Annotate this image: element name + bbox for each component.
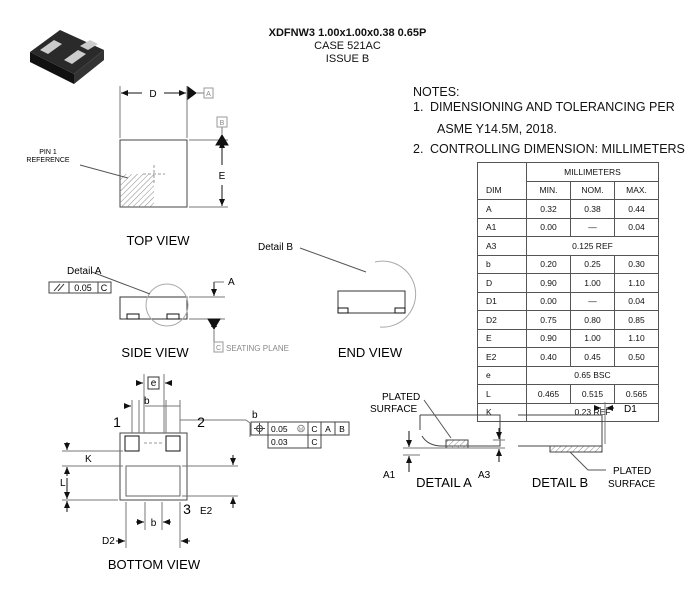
issue-label: ISSUE B (325, 53, 370, 65)
dim-D2-label: D2 (102, 536, 115, 547)
flatness-datum: C (101, 283, 108, 293)
position-tolerance-2: 0.03 (271, 437, 288, 447)
datum-B-box-label: B (220, 120, 225, 127)
row-dim: K (477, 402, 527, 422)
row-max: 0.44 (614, 199, 659, 219)
detail-b (518, 402, 614, 471)
row-max: 0.04 (614, 291, 659, 311)
e-dim-box (147, 376, 160, 390)
dim-b-top-label: b (144, 396, 150, 407)
mmc-modifier: M (299, 427, 303, 433)
dim-e-label: e (151, 378, 157, 389)
dim-K-label: K (85, 454, 92, 465)
seating-plane-label: SEATING PLANE (226, 344, 289, 353)
detail-A-callout: Detail A (67, 266, 102, 277)
dim-L-label: L (60, 478, 66, 489)
dim-E-label: E (219, 171, 226, 182)
pin-2-label: 2 (197, 414, 205, 430)
position-datum-B: B (339, 424, 345, 434)
row-max: 0.04 (614, 217, 659, 237)
note-1-number: 1. (413, 100, 424, 114)
row-span: 0.23 REF (526, 402, 659, 422)
dim-D1-label: D1 (624, 404, 637, 415)
plated-surface-b-l1: PLATED (613, 466, 651, 477)
side-view-label: SIDE VIEW (121, 345, 189, 360)
position-tolerance: 0.05 (271, 424, 288, 434)
pin-1-label: 1 (113, 414, 121, 430)
dim-D-label: D (149, 89, 156, 100)
detail-B-callout: Detail B (258, 242, 293, 253)
datum-C-box-label: C (216, 345, 221, 352)
note-1-line2: ASME Y14.5M, 2018. (437, 122, 557, 136)
top-view (79, 86, 229, 208)
max-col-header: MAX. (614, 180, 659, 200)
bottom-view-label: BOTTOM VIEW (108, 557, 201, 572)
side-view (48, 271, 225, 353)
case-number: CASE 521AC (314, 40, 381, 52)
note-2-number: 2. (413, 142, 424, 156)
note-2-line1: CONTROLLING DIMENSION: MILLIMETERS (430, 142, 685, 156)
pin-3-label: 3 (183, 501, 191, 517)
detail-b-label: DETAIL B (532, 475, 588, 490)
detail-a (403, 399, 505, 472)
pin1-ref-line2: REFERENCE (26, 157, 70, 164)
drawing-title: XDFNW3 1.00x1.00x0.38 0.65P (268, 27, 427, 39)
dim-E2-label: E2 (200, 506, 213, 517)
position-datum-A: A (325, 424, 331, 434)
pin1-ref-line1: PIN 1 (39, 149, 57, 156)
end-view (299, 247, 417, 328)
bottom-view (62, 374, 350, 548)
row-nom: — (570, 217, 615, 237)
note-1-line1: DIMENSIONING AND TOLERANCING PER (430, 100, 675, 114)
dim-A1-label: A1 (383, 470, 396, 481)
row-nom: 0.38 (570, 199, 615, 219)
detail-a-label: DETAIL A (416, 475, 472, 490)
millimeters-header: MILLIMETERS (526, 162, 659, 182)
plated-surface-b-l2: SURFACE (608, 479, 656, 490)
plated-surface-a-l2: SURFACE (370, 404, 418, 415)
datum-A-box-label: A (206, 91, 211, 98)
position-datum-C: C (311, 424, 317, 434)
dim-b-leader-label: b (252, 410, 258, 421)
position-datum-C-2: C (311, 437, 317, 447)
dim-A3-label: A3 (478, 470, 491, 481)
top-view-label: TOP VIEW (126, 233, 190, 248)
package-3d-icon (30, 30, 104, 84)
flatness-tolerance: 0.05 (74, 283, 92, 293)
dim-A-label: A (228, 277, 235, 288)
plated-surface-a-l1: PLATED (382, 392, 420, 403)
end-view-label: END VIEW (338, 345, 403, 360)
dim-b-bottom-label: b (151, 518, 157, 529)
notes-heading: NOTES: (413, 85, 460, 99)
row-span: 0.125 REF (526, 236, 659, 256)
row-max: 1.10 (614, 273, 659, 293)
